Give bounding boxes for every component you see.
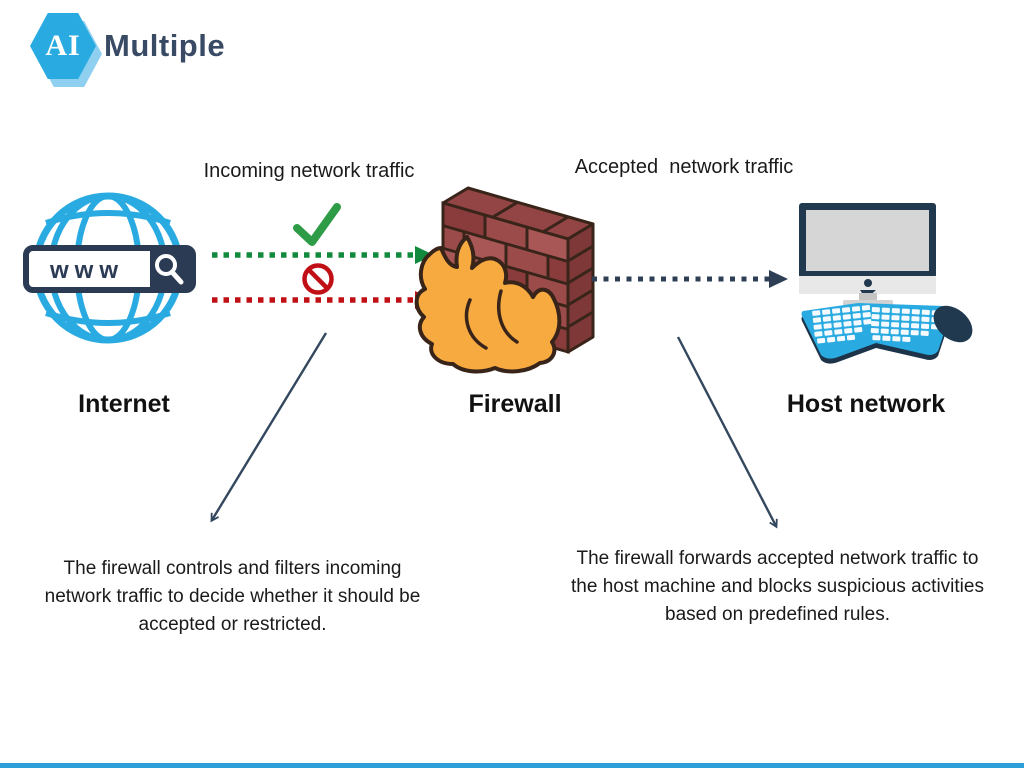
mouse-icon	[933, 305, 973, 343]
logo-name: Multiple	[104, 28, 226, 63]
internet-node-label: Internet	[78, 390, 170, 418]
forwarded-traffic-arrow	[592, 270, 788, 288]
www-label: www	[49, 257, 124, 284]
green-checkmark-icon	[293, 203, 341, 246]
incoming-description: The firewall controls and filters incomi…	[44, 558, 421, 635]
aimultiple-logo: AI Multiple	[28, 12, 288, 87]
magnifier-icon	[155, 254, 184, 285]
bottom-accent-bar	[0, 763, 1024, 768]
logo-badge-text: AI	[45, 29, 81, 62]
desktop-computer-icon	[799, 203, 973, 364]
flame-icon	[414, 235, 562, 374]
host-network-node-label: Host network	[786, 390, 946, 418]
camera-dot-icon	[864, 279, 872, 287]
brick-wall-flame-icon	[414, 186, 595, 374]
accepted-traffic-label: Accepted network traffic	[574, 156, 794, 178]
pointer-arrow-left	[210, 332, 328, 523]
incoming-traffic-label: Incoming network traffic	[203, 160, 415, 182]
pointer-arrow-right	[676, 336, 778, 529]
forwarding-description: The firewall forwards accepted network t…	[571, 548, 984, 625]
keyboard-icon	[801, 303, 951, 364]
red-prohibition-icon	[302, 263, 334, 295]
www-search-bar: www	[23, 245, 196, 293]
accepted-traffic-arrow	[212, 246, 434, 264]
firewall-node-label: Firewall	[468, 390, 562, 418]
globe-www-search-icon: www	[23, 192, 196, 344]
